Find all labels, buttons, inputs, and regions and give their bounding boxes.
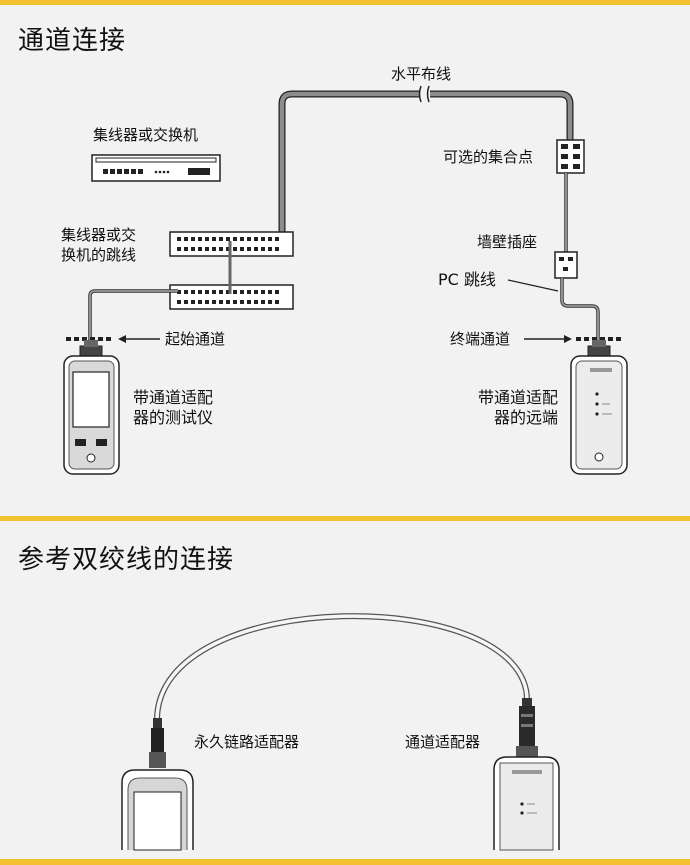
hub-patch-cord-label-line2: 换机的跳线 bbox=[61, 246, 137, 264]
hub-switch-device bbox=[91, 154, 221, 182]
hub-switch-label: 集线器或交换机 bbox=[93, 126, 199, 144]
tester-label-line2: 器的测试仪 bbox=[133, 408, 214, 427]
top-band bbox=[0, 0, 690, 5]
remote-device bbox=[570, 340, 628, 475]
horizontal-cabling-label: 水平布线 bbox=[391, 65, 452, 83]
horizontal-cable bbox=[278, 85, 574, 232]
middle-band bbox=[0, 516, 690, 521]
remote-label-line1: 带通道适配 bbox=[478, 388, 559, 407]
reference-cable bbox=[154, 613, 530, 721]
channel-end-marker bbox=[524, 335, 624, 343]
main-tester-device-2 bbox=[121, 769, 194, 851]
wall-outlet-box bbox=[554, 251, 578, 279]
channel-end-label: 终端通道 bbox=[450, 330, 511, 348]
section-title-channel: 通道连接 bbox=[18, 26, 127, 56]
consolidation-point-box bbox=[556, 139, 585, 174]
permanent-link-adapter-label: 永久链路适配器 bbox=[194, 733, 300, 751]
main-tester-device bbox=[63, 340, 120, 475]
channel-diagram bbox=[63, 85, 628, 475]
pc-patch-leader bbox=[507, 279, 559, 292]
hub-patch-cord-label-line1: 集线器或交 bbox=[61, 226, 137, 244]
consolidation-point-label: 可选的集合点 bbox=[443, 148, 534, 166]
remote-device-2 bbox=[493, 756, 560, 851]
channel-adapter-connector bbox=[516, 698, 538, 762]
channel-start-label: 起始通道 bbox=[165, 330, 226, 348]
channel-adapter-label: 通道适配器 bbox=[405, 733, 481, 751]
permanent-link-adapter-connector bbox=[149, 718, 166, 768]
section-title-reference: 参考双绞线的连接 bbox=[18, 545, 235, 575]
remote-label-line2: 器的远端 bbox=[494, 408, 559, 427]
wall-outlet-label: 墙壁插座 bbox=[477, 233, 538, 251]
bottom-band bbox=[0, 859, 690, 865]
pc-patch-cord-label: PC 跳线 bbox=[438, 270, 496, 289]
channel-start-marker bbox=[66, 335, 160, 343]
tester-label-line1: 带通道适配 bbox=[133, 388, 214, 407]
